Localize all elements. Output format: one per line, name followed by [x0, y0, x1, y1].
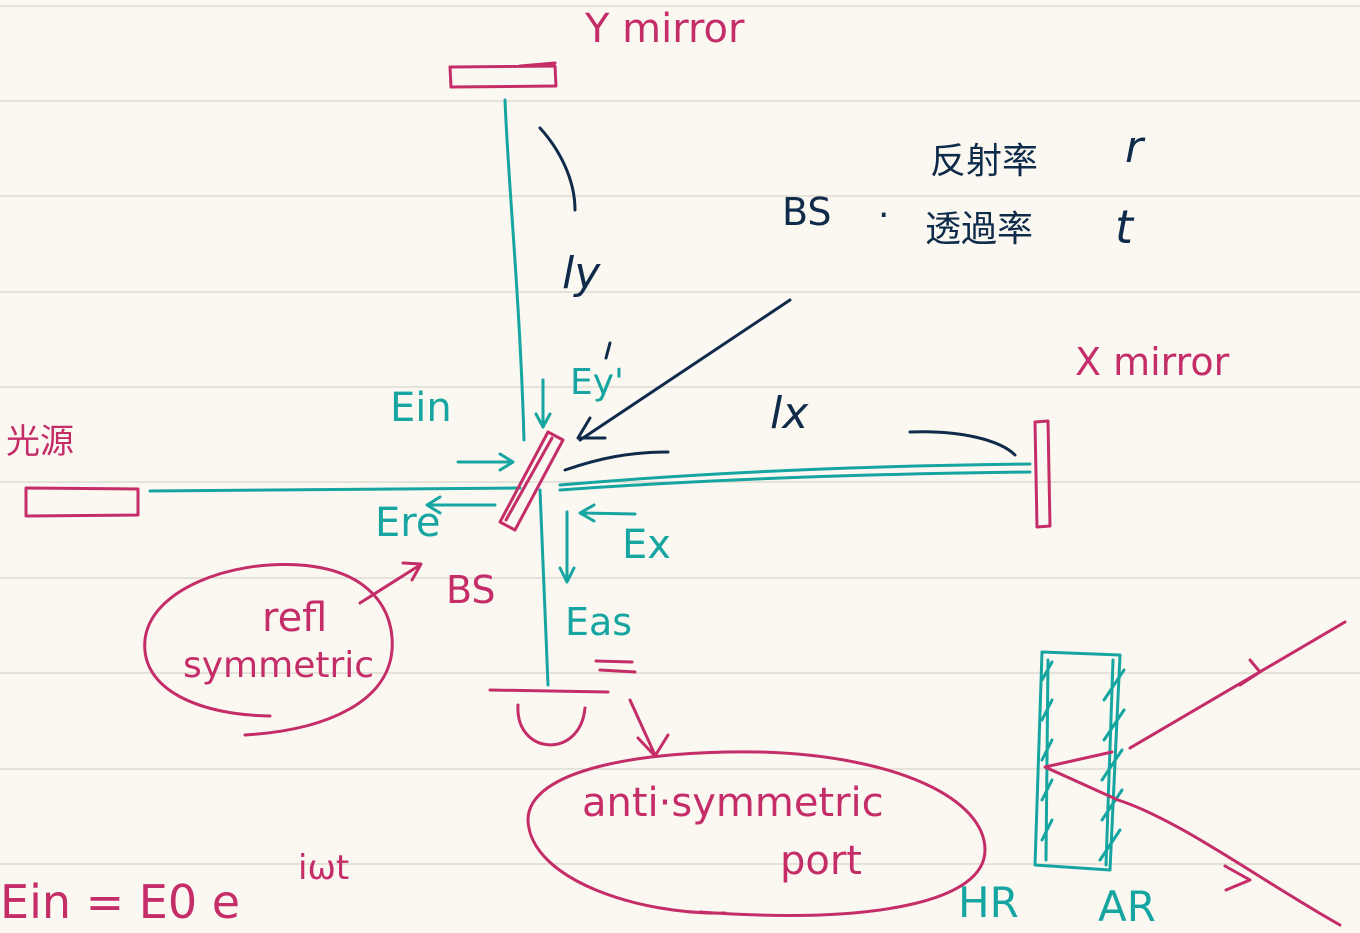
- refl-label: refl: [262, 595, 328, 641]
- hr-label: HR: [958, 878, 1019, 927]
- x-mirror-label: X mirror: [1075, 340, 1230, 384]
- equation-exponent: iωt: [298, 848, 350, 888]
- optic-beam-inside: [1043, 750, 1120, 802]
- ar-hatch: [1098, 658, 1126, 867]
- ar-label: AR: [1098, 882, 1156, 931]
- prime-mark: [604, 341, 612, 360]
- bs-pointer-tail: [563, 450, 670, 472]
- light-source-label: 光源: [6, 422, 74, 462]
- photodetector: [488, 688, 610, 747]
- x-mirror: [1033, 419, 1052, 529]
- ly-bracket: [538, 126, 577, 212]
- arrow-e-re: [425, 495, 497, 515]
- x-arm-beam: [558, 462, 1032, 487]
- lx-bracket: [908, 430, 1017, 457]
- refl-ellipse: [143, 562, 394, 737]
- transmittance-label: 透過率: [925, 209, 1034, 250]
- arrow-to-as-port: [628, 698, 670, 758]
- hr-hatch: [1040, 658, 1054, 862]
- optic-slab: [1033, 650, 1122, 872]
- y-mirror: [448, 61, 558, 89]
- optic-beam-in: [1128, 620, 1347, 750]
- bs-dot: ·: [878, 195, 890, 236]
- anti-symmetric-label: anti·symmetric: [582, 780, 884, 826]
- e-as-label: Eas: [565, 600, 633, 644]
- transmittance-symbol: t: [1115, 200, 1134, 254]
- bs-lower-label: BS: [446, 568, 496, 612]
- e-in-label: Ein: [390, 385, 452, 431]
- lx-label: lx: [770, 388, 809, 439]
- ly-label: ly: [562, 248, 601, 299]
- reflectance-symbol: r: [1125, 122, 1144, 173]
- arrow-e-as: [558, 510, 576, 584]
- arrow-to-refl: [358, 561, 423, 605]
- y-arm-beam-down: [538, 488, 550, 687]
- arrow-e-in: [456, 452, 515, 472]
- e-re-label: Ere: [375, 500, 441, 546]
- port-label: port: [780, 838, 862, 884]
- beam-splitter: [498, 430, 565, 532]
- as-port-ellipse: [526, 750, 987, 917]
- reflectance-label: 反射率: [930, 141, 1039, 182]
- bs-pointer: [576, 298, 792, 442]
- y-arm-beam: [503, 98, 526, 442]
- e-y-prime-label: Ey': [570, 362, 624, 403]
- equation-label: Ein = E0 e: [0, 875, 241, 929]
- optic-beam-out: [1116, 798, 1342, 927]
- bs-label: BS: [782, 190, 832, 234]
- e-x-label: Ex: [622, 522, 671, 568]
- symmetric-label: symmetric: [183, 645, 375, 686]
- light-source-box: [24, 486, 140, 518]
- input-beam: [148, 486, 522, 493]
- arrow-e-y: [534, 378, 552, 429]
- y-mirror-label: Y mirror: [585, 6, 745, 52]
- x-arm-beam-2: [558, 470, 1032, 492]
- arrow-e-x: [578, 503, 637, 523]
- eas-underline: [594, 659, 637, 674]
